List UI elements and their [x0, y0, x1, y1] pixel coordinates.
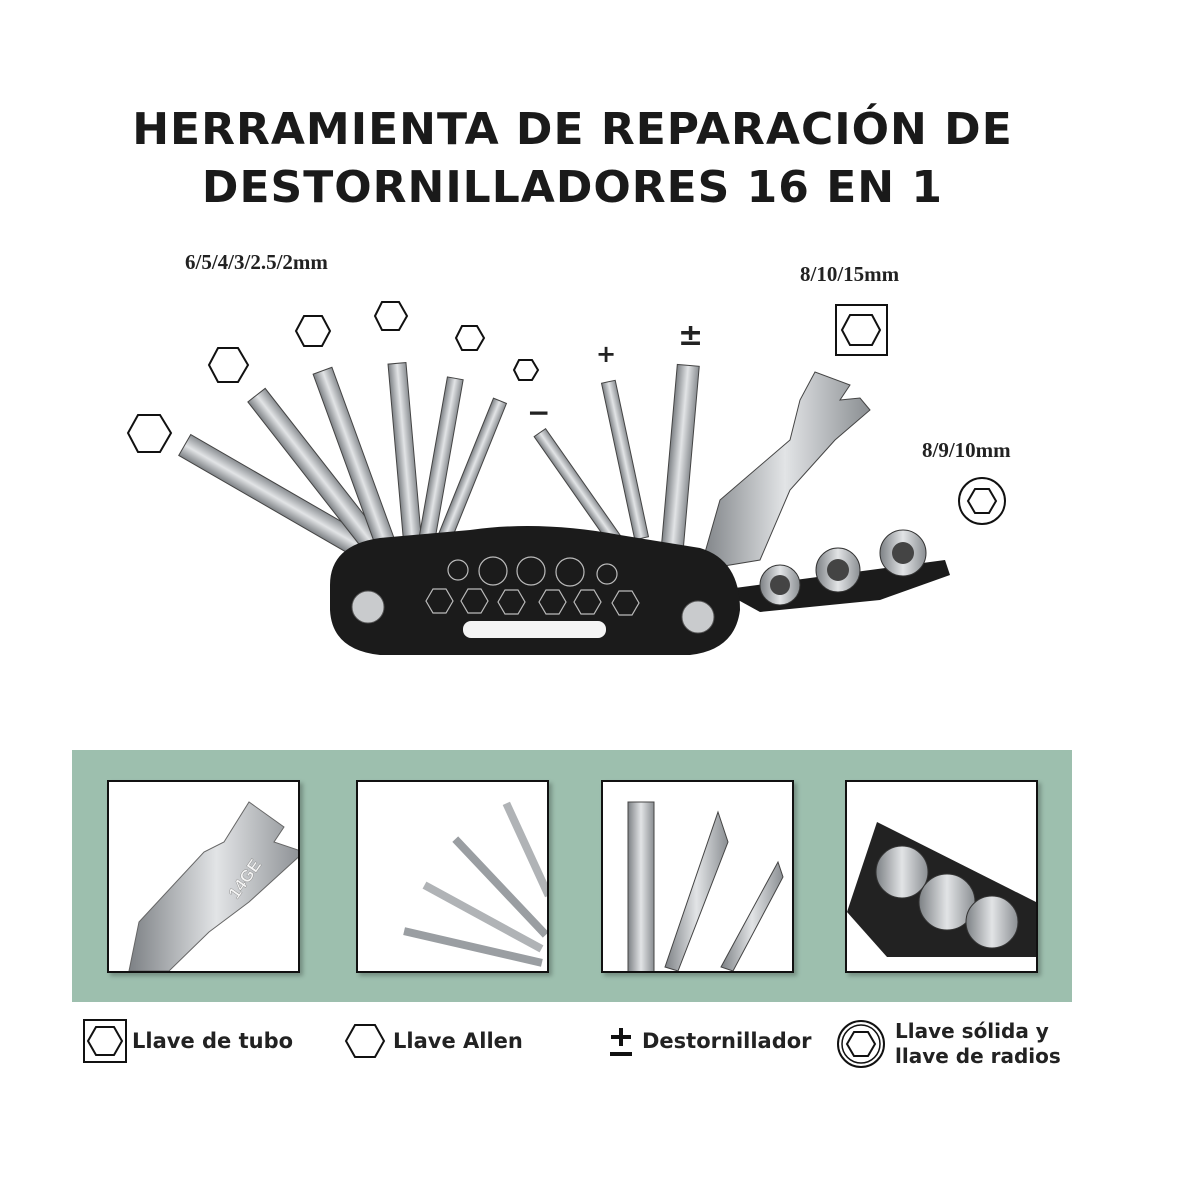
- spoke-sizes-label: 8/9/10mm: [922, 438, 1011, 462]
- plus-label: +: [596, 340, 617, 368]
- detail-sockets: [845, 780, 1038, 973]
- allen-sizes-label: 6/5/4/3/2.5/2mm: [185, 250, 328, 274]
- hex-circle-icon: [958, 477, 1006, 525]
- legend-item-screwdriver: Destornillador: [606, 1018, 812, 1064]
- spoke-wrench: [699, 371, 871, 571]
- legend-label: Llave de tubo: [132, 1029, 294, 1053]
- detail-screwdrivers: [601, 780, 794, 973]
- hex-icon: [207, 347, 250, 383]
- legend-item-spoke: Llave sólida y llave de radios: [835, 1018, 1061, 1070]
- plus-minus-label: ±: [678, 318, 704, 353]
- feature-panel: 14GE: [72, 750, 1072, 1002]
- hex-icon: [126, 414, 173, 453]
- hex-size-icons: [126, 301, 1006, 525]
- title-line-2: DESTORNILLADORES 16 EN 1: [201, 162, 944, 213]
- hex-icon: [373, 301, 409, 331]
- hex-icon: [512, 359, 540, 381]
- plus-minus-icon: [610, 1028, 632, 1056]
- socket-hex-square-icon: [83, 1019, 127, 1063]
- legend-item-socket: Llave de tubo: [82, 1018, 293, 1064]
- legend-item-allen: Llave Allen: [343, 1018, 523, 1064]
- hex-icon: [294, 315, 332, 347]
- detail-allen-keys: [356, 780, 549, 973]
- title-line-1: HERRAMIENTA DE REPARACIÓN DE: [132, 104, 1013, 155]
- hex-icon: [344, 1024, 386, 1058]
- socket-hex-square-icon: [835, 304, 888, 356]
- legend-label: Llave Allen: [393, 1029, 523, 1053]
- sockets: [720, 529, 950, 612]
- hex-circle-icon: [837, 1020, 885, 1068]
- minus-label: −: [527, 396, 551, 429]
- socket-sizes-label: 8/10/15mm: [800, 262, 900, 286]
- detail-spoke-wrench: 14GE: [107, 780, 300, 973]
- tool-body: [330, 526, 740, 655]
- tool-bits: [178, 362, 871, 571]
- hex-icon: [454, 325, 486, 351]
- legend-label: Llave sólida y llave de radios: [895, 1019, 1061, 1068]
- legend-label: Destornillador: [642, 1029, 812, 1053]
- multitool-illustration: [126, 301, 1006, 655]
